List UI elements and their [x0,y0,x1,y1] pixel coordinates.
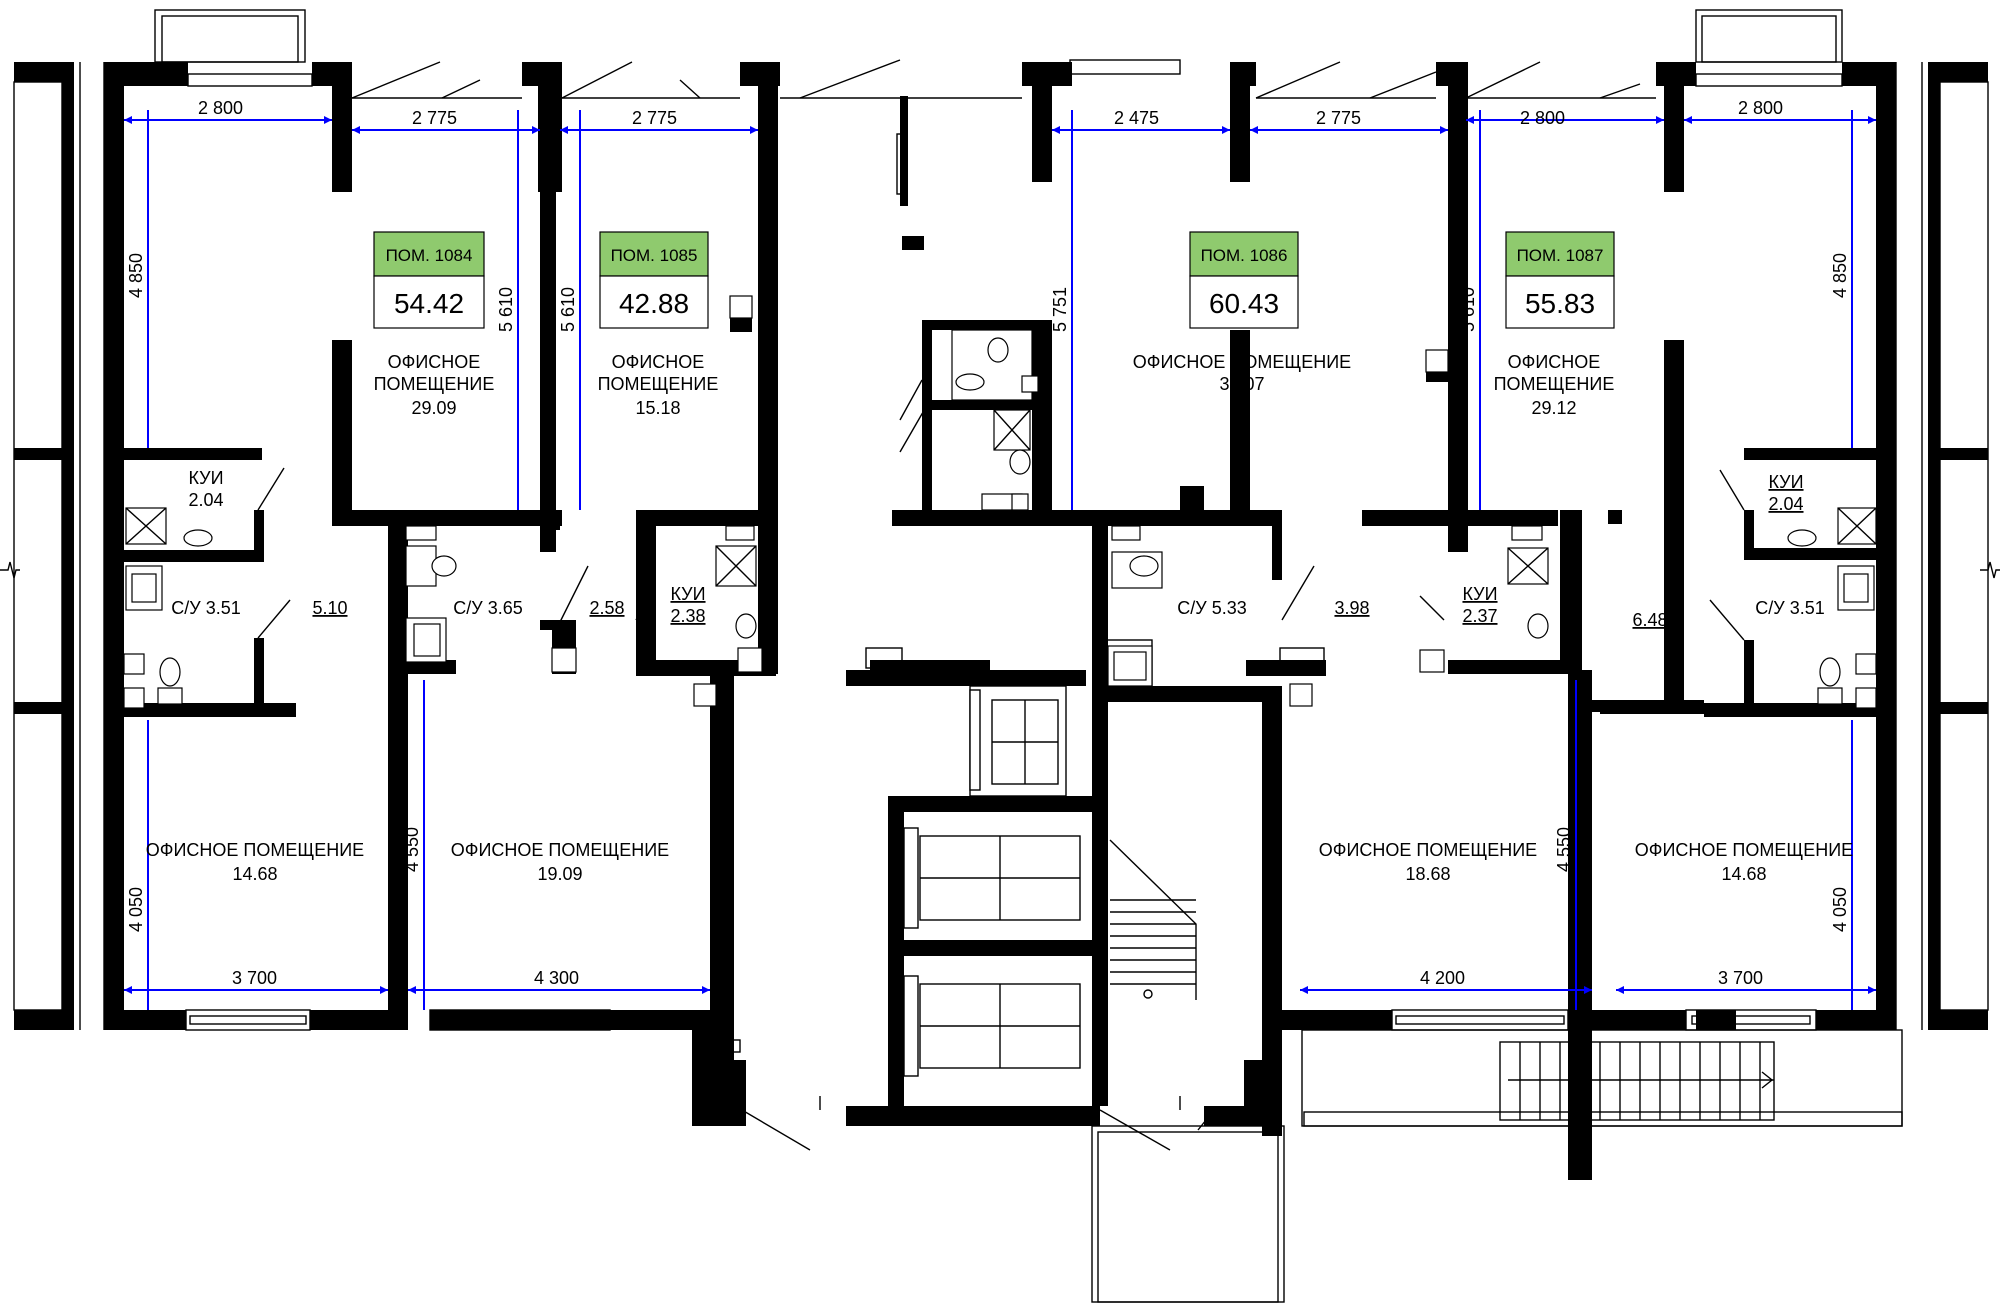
unit-badge-area: 55.83 [1525,288,1595,319]
dim-bottom-4: 3 700 [1718,968,1763,988]
dim-vert-8: 4 550 [402,827,422,872]
small-room-name: КУИ [670,584,705,604]
unit-badge-area: 60.43 [1209,288,1279,319]
room-label: ОФИСНОЕ ПОМЕЩЕНИЕ [1133,352,1351,372]
corridor-area: 3.98 [1334,598,1369,618]
unit-badge-1086: ПОМ. 1086 60.43 [1189,231,1299,329]
room-area: 18.68 [1405,864,1450,884]
corridor-area: 5.10 [312,598,347,618]
dim-vert-6: 4 850 [1830,253,1850,298]
room-label: ОФИСНОЕ [612,352,705,372]
dim-top-2: 2 775 [412,108,457,128]
dim-top-1: 2 800 [198,98,243,118]
room-area: 14.68 [232,864,277,884]
dim-vert-1: 4 850 [126,253,146,298]
dim-vert-9: 4 550 [1554,827,1574,872]
corridor-area: 6.48 [1632,610,1667,630]
small-room-area: 2.38 [670,606,705,626]
dim-bottom-3: 4 200 [1420,968,1465,988]
unit-badge-1087: ПОМ. 1087 55.83 [1505,231,1615,329]
room-label: ОФИСНОЕ ПОМЕЩЕНИЕ [1635,840,1853,860]
room-area: 30.07 [1219,374,1264,394]
room-labels: ОФИСНОЕ ПОМЕЩЕНИЕ 29.09 ОФИСНОЕ ПОМЕЩЕНИ… [146,352,1853,884]
unit-badge-title: ПОМ. 1084 [386,246,473,265]
walls [13,9,1989,1303]
small-room-area: 2.04 [1768,494,1803,514]
break-mark-right [1980,561,2000,579]
unit-badge-title: ПОМ. 1087 [1517,246,1604,265]
dimension-lines [124,110,1876,1010]
door-swings [257,379,1745,641]
room-label: ОФИСНОЕ ПОМЕЩЕНИЕ [451,840,669,860]
unit-badge-1084: ПОМ. 1084 54.42 [373,231,485,329]
small-room-name: КУИ [188,468,223,488]
room-label: ОФИСНОЕ [1508,352,1601,372]
unit-badge-title: ПОМ. 1085 [611,246,698,265]
unit-badge-area: 42.88 [619,288,689,319]
dim-vert-2: 5 610 [496,287,516,332]
room-label: ОФИСНОЕ ПОМЕЩЕНИЕ [146,840,364,860]
room-label: ОФИСНОЕ ПОМЕЩЕНИЕ [1319,840,1537,860]
small-room-labels: КУИ 2.04 С/У 3.51 С/У 3.65 КУИ 2.38 С/У … [171,468,1824,626]
room-label: ОФИСНОЕ [388,352,481,372]
dim-vert-10: 4 050 [1830,887,1850,932]
small-room-name: КУИ [1462,584,1497,604]
unit-badge-1085: ПОМ. 1085 42.88 [599,231,709,329]
corridor-area: 2.58 [589,598,624,618]
dim-bottom-1: 3 700 [232,968,277,988]
small-room-name: С/У 5.33 [1177,598,1246,618]
room-area: 19.09 [537,864,582,884]
room-area: 29.12 [1531,398,1576,418]
small-room-area: 2.37 [1462,606,1497,626]
break-mark-left [0,561,20,579]
dim-vert-5: 5 610 [1458,287,1478,332]
corridor-labels: 5.10 2.58 3.98 6.48 [312,598,1667,630]
room-area: 29.09 [411,398,456,418]
small-room-name: С/У 3.65 [453,598,522,618]
fixtures [123,295,1877,709]
dim-vert-7: 4 050 [126,887,146,932]
room-area: 15.18 [635,398,680,418]
room-label: ПОМЕЩЕНИЕ [1494,374,1615,394]
dimension-labels: 2 800 2 775 2 775 2 475 2 775 2 800 2 80… [126,98,1850,988]
unit-badge-area: 54.42 [394,288,464,319]
room-area: 14.68 [1721,864,1766,884]
dim-top-5: 2 775 [1316,108,1361,128]
dim-top-6: 2 800 [1520,108,1565,128]
dim-top-4: 2 475 [1114,108,1159,128]
small-room-name: КУИ [1768,472,1803,492]
unit-badge-title: ПОМ. 1086 [1201,246,1288,265]
dim-top-3: 2 775 [632,108,677,128]
room-label: ПОМЕЩЕНИЕ [598,374,719,394]
dim-top-7: 2 800 [1738,98,1783,118]
small-room-name: С/У 3.51 [1755,598,1824,618]
dim-bottom-2: 4 300 [534,968,579,988]
small-room-name: С/У 3.51 [171,598,240,618]
small-room-area: 2.04 [188,490,223,510]
dim-vert-3: 5 610 [558,287,578,332]
room-label: ПОМЕЩЕНИЕ [374,374,495,394]
dim-vert-4: 5 751 [1050,287,1070,332]
